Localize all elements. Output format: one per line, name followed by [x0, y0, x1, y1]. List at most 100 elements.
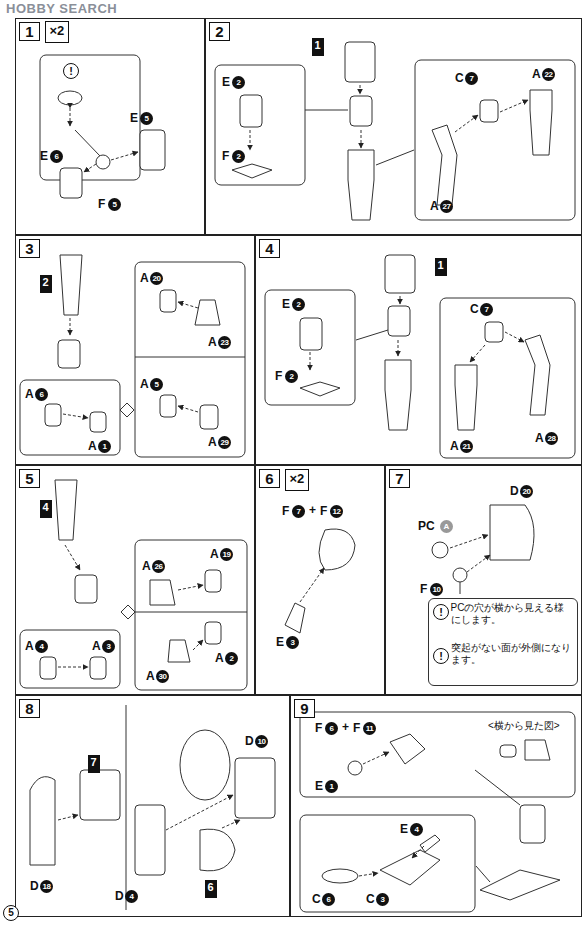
part-drawing: [120, 403, 134, 417]
part-drawing: [475, 770, 520, 805]
plus-sign: +: [309, 504, 316, 517]
part-drawing: [121, 605, 135, 619]
reference-step-box: 2: [40, 275, 52, 293]
part-number: 1: [98, 440, 111, 453]
part-number: 5: [150, 378, 163, 391]
part-drawing: [485, 322, 503, 342]
part-drawing: [376, 150, 414, 165]
part-number: 30: [156, 670, 169, 683]
part-drawing: [178, 406, 198, 412]
part-drawing: [58, 91, 82, 105]
part-drawing: [322, 869, 358, 883]
part-drawing: [75, 575, 97, 603]
part-number: 1: [325, 780, 338, 793]
part-number: 7: [480, 303, 493, 316]
note-box: PCの穴が横から見える様にします。突起がない面が外側になります。: [428, 598, 578, 686]
part-drawing: [65, 545, 80, 570]
part-drawing: [240, 95, 262, 127]
view-note: <横から見た図>: [488, 720, 560, 732]
part-drawing: [70, 318, 71, 335]
part-drawing: [525, 740, 550, 760]
part-number: A: [440, 520, 453, 533]
part-number: 27: [440, 200, 453, 213]
part-letter: E: [315, 780, 323, 793]
part-drawing: [480, 870, 560, 900]
part-drawing: [345, 42, 375, 82]
part-drawing: [168, 640, 190, 662]
part-letter: F: [420, 583, 427, 596]
step-panel: 6×2: [255, 465, 385, 695]
part-drawing: [58, 340, 80, 368]
part-number: 23: [218, 336, 231, 349]
part-letter: A: [25, 388, 34, 401]
part-drawing: [467, 555, 490, 572]
part-drawing: [455, 365, 477, 430]
part-drawing: [160, 290, 176, 312]
part-letter: E: [282, 298, 290, 311]
part-letter: D: [115, 890, 124, 903]
part-drawing: [96, 155, 110, 169]
part-number: 20: [520, 485, 533, 498]
part-drawing: [135, 805, 165, 875]
part-letter: A: [140, 272, 149, 285]
part-letter: F: [275, 370, 282, 383]
part-drawing: [160, 395, 176, 417]
part-drawing: [505, 332, 524, 342]
step-number: 9: [294, 699, 315, 718]
step-panel: 7PCの穴が横から見える様にします。突起がない面が外側になります。: [385, 465, 582, 695]
part-number: 6: [35, 388, 48, 401]
part-letter: C: [312, 893, 321, 906]
part-letter: E: [130, 112, 138, 125]
part-drawing: [453, 568, 467, 582]
part-drawing: [412, 846, 424, 858]
part-drawing: [348, 150, 374, 220]
part-number: 2: [292, 298, 305, 311]
part-drawing: [348, 761, 362, 775]
part-drawing: [490, 505, 534, 560]
inset-frame: [415, 60, 575, 220]
part-drawing: [90, 657, 106, 679]
part-drawing: [90, 412, 106, 432]
part-drawing: [60, 255, 82, 315]
part-number: 11: [363, 722, 376, 735]
part-drawing: [84, 164, 96, 172]
part-letter: A: [210, 548, 219, 561]
reference-step-box: 1: [312, 38, 324, 56]
part-drawing: [195, 300, 220, 325]
reference-step-box: 6: [205, 880, 217, 898]
note-text: 突起がない面が外側になります。: [451, 642, 573, 682]
step-number: 1: [19, 22, 40, 41]
part-drawing: [70, 108, 71, 126]
step-panel: 21: [205, 18, 582, 235]
part-number: 22: [542, 68, 555, 81]
plus-sign: +: [342, 721, 349, 734]
part-number: 7: [465, 72, 478, 85]
part-number: 2: [232, 150, 245, 163]
part-letter: A: [535, 432, 544, 445]
part-drawing: [310, 352, 311, 370]
part-drawing: [250, 130, 251, 150]
part-letter: A: [450, 440, 459, 453]
reference-step-box: 7: [88, 755, 100, 773]
watermark: HOBBY SEARCH: [6, 2, 117, 16]
quantity-box: ×2: [285, 469, 310, 491]
part-drawing: [359, 873, 378, 876]
part-number: 2: [225, 652, 238, 665]
inset-frame: [440, 298, 575, 458]
part-drawing: [350, 96, 372, 126]
part-drawing: [232, 164, 272, 178]
part-drawing: [385, 360, 411, 430]
part-letter: E: [222, 76, 230, 89]
part-drawing: [140, 130, 165, 170]
part-drawing: [500, 745, 516, 757]
step-number: 7: [389, 469, 410, 488]
part-drawing: [476, 866, 490, 882]
part-letter: F: [222, 150, 229, 163]
part-number: 20: [150, 272, 163, 285]
inset-frame: [135, 262, 245, 457]
part-letter: E: [276, 636, 284, 649]
part-drawing: [222, 820, 240, 828]
part-letter: A: [25, 640, 34, 653]
